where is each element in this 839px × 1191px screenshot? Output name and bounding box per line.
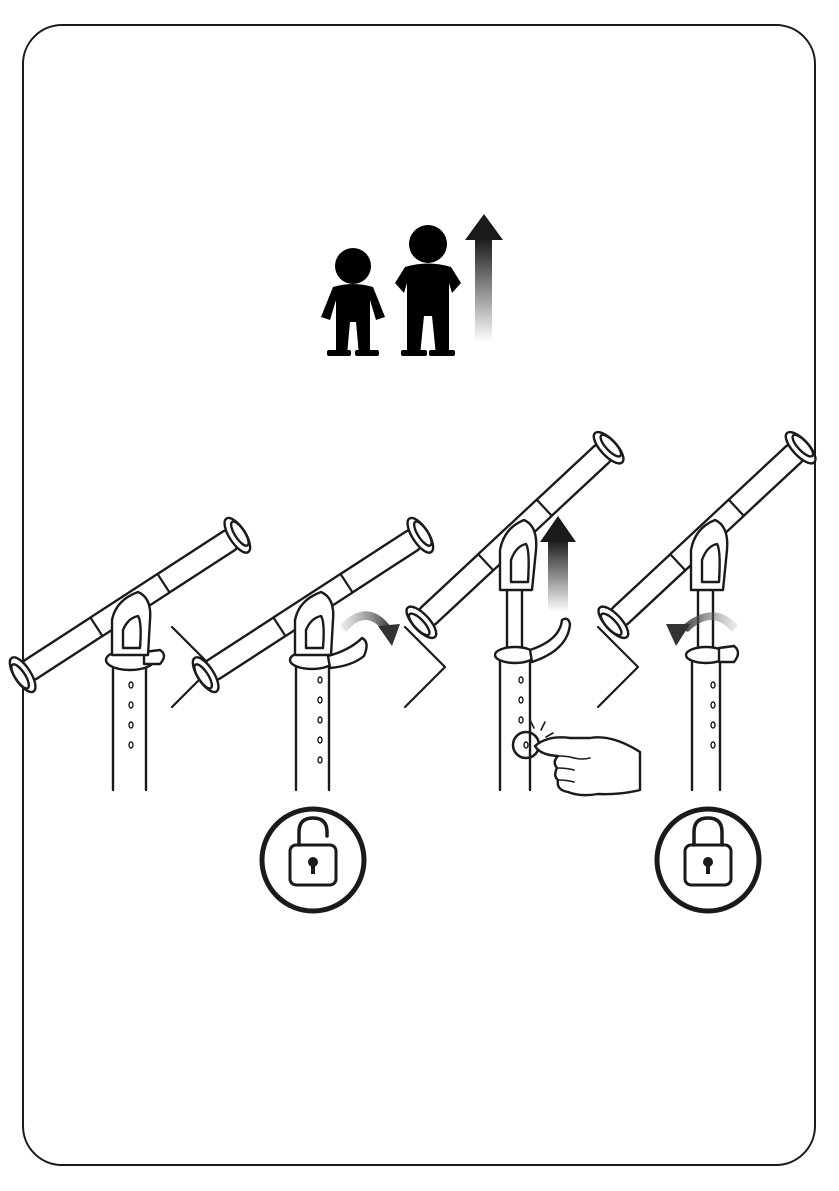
step-3-to-4-chevron-icon bbox=[598, 627, 638, 707]
step-2-to-3-chevron-icon bbox=[405, 627, 445, 707]
locked-padlock-icon bbox=[657, 809, 759, 911]
adult-icon bbox=[395, 225, 461, 356]
hand-press-icon bbox=[535, 737, 640, 795]
step-3-raise-handle-scooter bbox=[402, 428, 628, 790]
child-icon bbox=[321, 248, 385, 356]
step-4-locked-raised-scooter bbox=[594, 428, 820, 790]
unlocked-padlock-icon bbox=[262, 809, 364, 911]
height-up-arrow-icon bbox=[465, 214, 503, 342]
step-1-locked-scooter bbox=[5, 514, 255, 790]
